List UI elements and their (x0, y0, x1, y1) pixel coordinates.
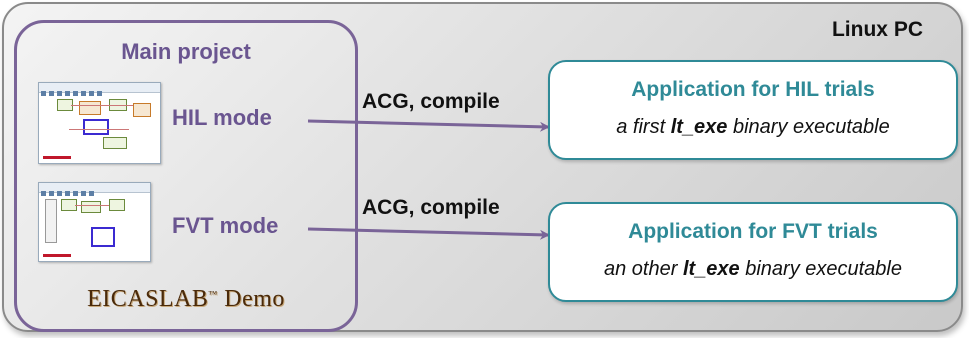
app-hil-title: Application for HIL trials (631, 78, 875, 101)
diagram-block-highlighted (91, 227, 115, 247)
diagram-block (79, 101, 101, 115)
app-fvt-description: an other lt_exe binary executable (550, 258, 956, 281)
diagram-block (109, 199, 125, 211)
main-project-box: Main project EICASLAB™ Demo (14, 20, 358, 332)
diagram-block (133, 103, 151, 117)
app-hil-desc-pre: a first (616, 116, 671, 138)
connection-wire (71, 105, 133, 106)
status-bar (43, 254, 71, 257)
fvt-arrow-label: ACG, compile (362, 196, 500, 219)
main-project-title: Main project (121, 39, 251, 64)
hil-compile-arrow (307, 119, 550, 132)
app-fvt-desc-post: binary executable (739, 258, 902, 280)
status-bar (43, 156, 71, 159)
app-fvt-desc-pre: an other (604, 258, 683, 280)
brand-trademark: ™ (208, 289, 218, 299)
app-fvt-box: Application for FVT trials an other lt_e… (548, 202, 958, 302)
app-hil-desc-bold: lt_exe (670, 116, 728, 138)
fvt-screenshot-thumbnail (38, 182, 151, 262)
fvt-compile-arrow (307, 227, 550, 240)
thumbnail-toolbar (39, 83, 160, 96)
hil-mode-label: HIL mode (172, 105, 272, 130)
linux-pc-label: Linux PC (831, 18, 923, 41)
connection-wire (75, 205, 109, 206)
diagram-block (45, 199, 57, 243)
diagram-block (81, 201, 101, 213)
app-fvt-title: Application for FVT trials (628, 220, 878, 243)
fvt-mode-label: FVT mode (172, 213, 279, 238)
app-hil-box: Application for HIL trials a first lt_ex… (548, 60, 958, 160)
hil-screenshot-thumbnail (38, 82, 161, 164)
app-fvt-desc-bold: lt_exe (682, 258, 740, 280)
eicaslab-demo-logo: EICASLAB™ Demo (17, 286, 355, 313)
brand-name: EICASLAB (87, 286, 209, 312)
diagram-block (103, 137, 127, 149)
app-hil-desc-post: binary executable (727, 116, 890, 138)
brand-suffix: Demo (217, 286, 285, 312)
thumbnail-toolbar (39, 183, 150, 196)
connection-wire (69, 129, 129, 130)
app-hil-description: a first lt_exe binary executable (550, 116, 956, 139)
diagram-block-highlighted (83, 119, 109, 135)
hil-arrow-label: ACG, compile (362, 90, 500, 113)
